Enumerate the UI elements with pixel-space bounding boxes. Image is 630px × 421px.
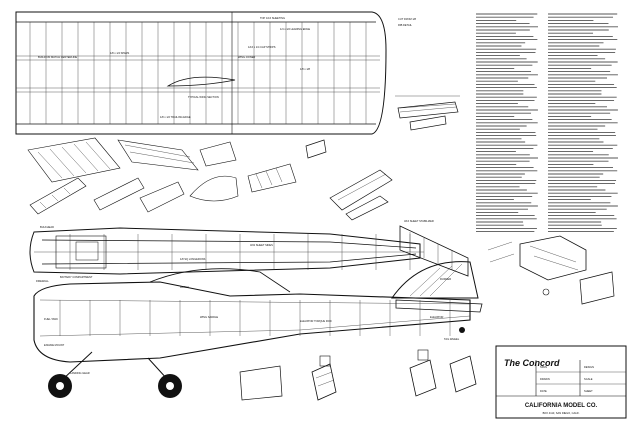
title-field-date: DATE: [540, 389, 547, 393]
vertical-fin: [391, 261, 479, 299]
tail-wheel: [459, 327, 465, 333]
title-address: BOX 4113, SAN DIEGO, CALIF.: [543, 411, 580, 415]
side-label-torque-rod: ELEVATOR TORQUE ROD: [300, 319, 332, 323]
side-label-elevator: ELEVATOR: [430, 315, 444, 319]
wingtip-detail: [395, 95, 460, 131]
rudder-plan: 3/16 SHEET STABILIZER: [399, 219, 469, 277]
title-field-drawn: DRAWN: [540, 377, 550, 381]
fuselage-side-view: LANDING GEAR HATCH WING SADDLE ELEVATOR …: [33, 261, 483, 398]
fuse-label-longerons: 1/8 SQ LONGERONS: [180, 257, 206, 261]
wing-label-rib-detail: RIB DETAIL: [398, 23, 412, 27]
title-field-scale: SCALE: [584, 377, 593, 381]
side-label-saddle: WING SADDLE: [200, 315, 218, 319]
wing-label-cut-from: CUT FROM 1/8: [398, 17, 417, 21]
wing-label-leading-edge: 1/4 x 1/2 LEADING EDGE: [280, 27, 310, 31]
building-notes: [476, 13, 618, 233]
hardware-details: [487, 235, 615, 305]
fuse-label-bulkhead: BULKHEAD: [40, 225, 54, 229]
wing-label-section: TYPICAL WING SECTION: [188, 95, 219, 99]
fuse-label-battery: BATTERY COMPARTMENT: [60, 275, 93, 279]
fuselage-top-view: BULKHEAD FIREWALL 3/32 SHEET SIDES 1/8 S…: [29, 225, 424, 283]
title-field-span: SPAN: [540, 365, 547, 369]
wing-airfoil-section: [166, 76, 236, 87]
fuse-label-sides: 3/32 SHEET SIDES: [250, 243, 273, 247]
wing-label-spars: 1/8 x 1/4 SPARS: [110, 51, 130, 55]
tail-label-stab: 3/16 SHEET STABILIZER: [404, 219, 434, 223]
side-label-mount: ENGINE MOUNT: [44, 343, 65, 347]
wing-label-centerline: BUILD ON MATCH CENTERLINE: [38, 55, 77, 59]
wing-label-sheeting: TOP 1/16 SHEETING: [260, 16, 285, 20]
engine-details: [239, 349, 477, 401]
side-label-tail-wheel: TAIL WHEEL: [444, 337, 460, 341]
wing-plan-view: TOP 1/16 SHEETING 1/8 x 1/4 SPARS 1/16 x…: [15, 11, 387, 135]
side-label-hatch: HATCH: [180, 285, 189, 289]
title-field-design: DESIGN: [584, 365, 594, 369]
title-block: The Concord SPAN DESIGN DRAWN SCALE DATE…: [495, 345, 627, 419]
wing-label-trailing-edge: 1/8 x 1/2 TRAILING EDGE: [160, 115, 191, 119]
fuse-label-firewall: FIREWALL: [36, 279, 49, 283]
assembly-sketches: [27, 137, 393, 221]
wing-label-cap-strips: 1/16 x 1/4 CAP STRIPS: [248, 45, 276, 49]
landing-gear-strut: [61, 351, 169, 381]
side-label-tank: FUEL TANK: [44, 317, 58, 321]
battery-compartment-box: [75, 241, 99, 261]
title-company: CALIFORNIA MODEL CO.: [525, 403, 598, 409]
title-logo: The Concord: [504, 358, 560, 368]
side-label-landing-gear: LANDING GEAR: [70, 371, 90, 375]
wing-label-square: 1/8 x 1/8: [300, 67, 311, 71]
title-field-sheet: SHEET: [584, 389, 593, 393]
wing-label-joiner: WING JOINER: [238, 55, 255, 59]
side-label-rudder: RUDDER: [440, 277, 451, 281]
